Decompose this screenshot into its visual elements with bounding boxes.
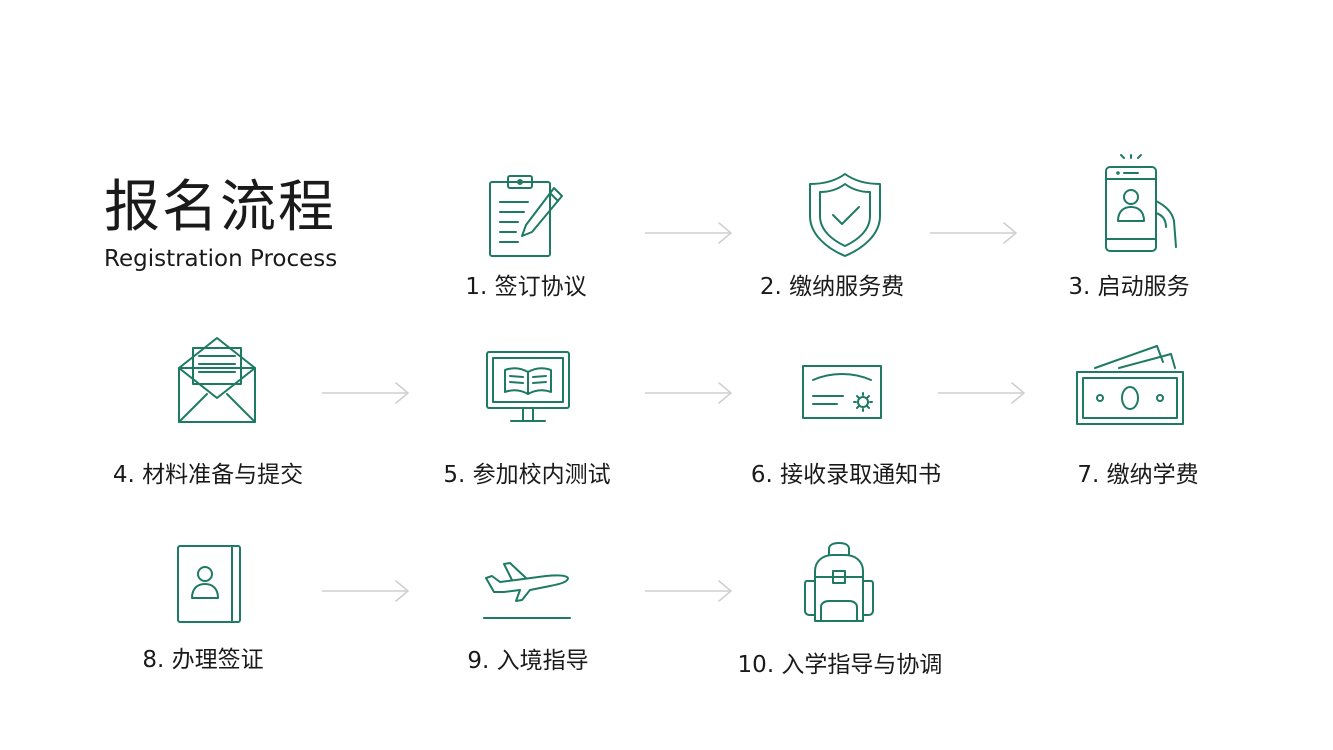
clipboard-pen-icon — [488, 174, 568, 258]
step-label: 8. 办理签证 — [142, 647, 264, 673]
step-label: 9. 入境指导 — [467, 648, 589, 674]
page-title: 报名流程 — [104, 175, 336, 240]
step-label: 1. 签订协议 — [465, 274, 587, 300]
phone-user-icon — [1104, 154, 1180, 259]
step-label: 6. 接收录取通知书 — [750, 462, 942, 488]
certificate-icon — [801, 364, 883, 420]
arrow-right-icon — [938, 382, 1026, 404]
arrow-right-icon — [645, 382, 733, 404]
arrow-right-icon — [322, 382, 410, 404]
step-label: 2. 缴纳服务费 — [759, 274, 905, 300]
step-label: 5. 参加校内测试 — [443, 462, 611, 488]
arrow-right-icon — [930, 222, 1018, 244]
monitor-book-icon — [485, 350, 571, 424]
arrow-right-icon — [645, 580, 733, 602]
step-label: 7. 缴纳学费 — [1077, 462, 1199, 488]
shield-check-icon — [808, 172, 882, 258]
backpack-icon — [803, 541, 875, 623]
banknotes-icon — [1075, 344, 1185, 426]
arrow-right-icon — [322, 580, 410, 602]
step-label: 3. 启动服务 — [1068, 274, 1190, 300]
passport-icon — [176, 544, 242, 624]
arrow-right-icon — [645, 222, 733, 244]
open-envelope-icon — [177, 336, 257, 424]
airplane-takeoff-icon — [482, 558, 572, 620]
step-label: 10. 入学指导与协调 — [737, 652, 943, 678]
page-subtitle: Registration Process — [104, 246, 338, 272]
step-label: 4. 材料准备与提交 — [112, 462, 304, 488]
